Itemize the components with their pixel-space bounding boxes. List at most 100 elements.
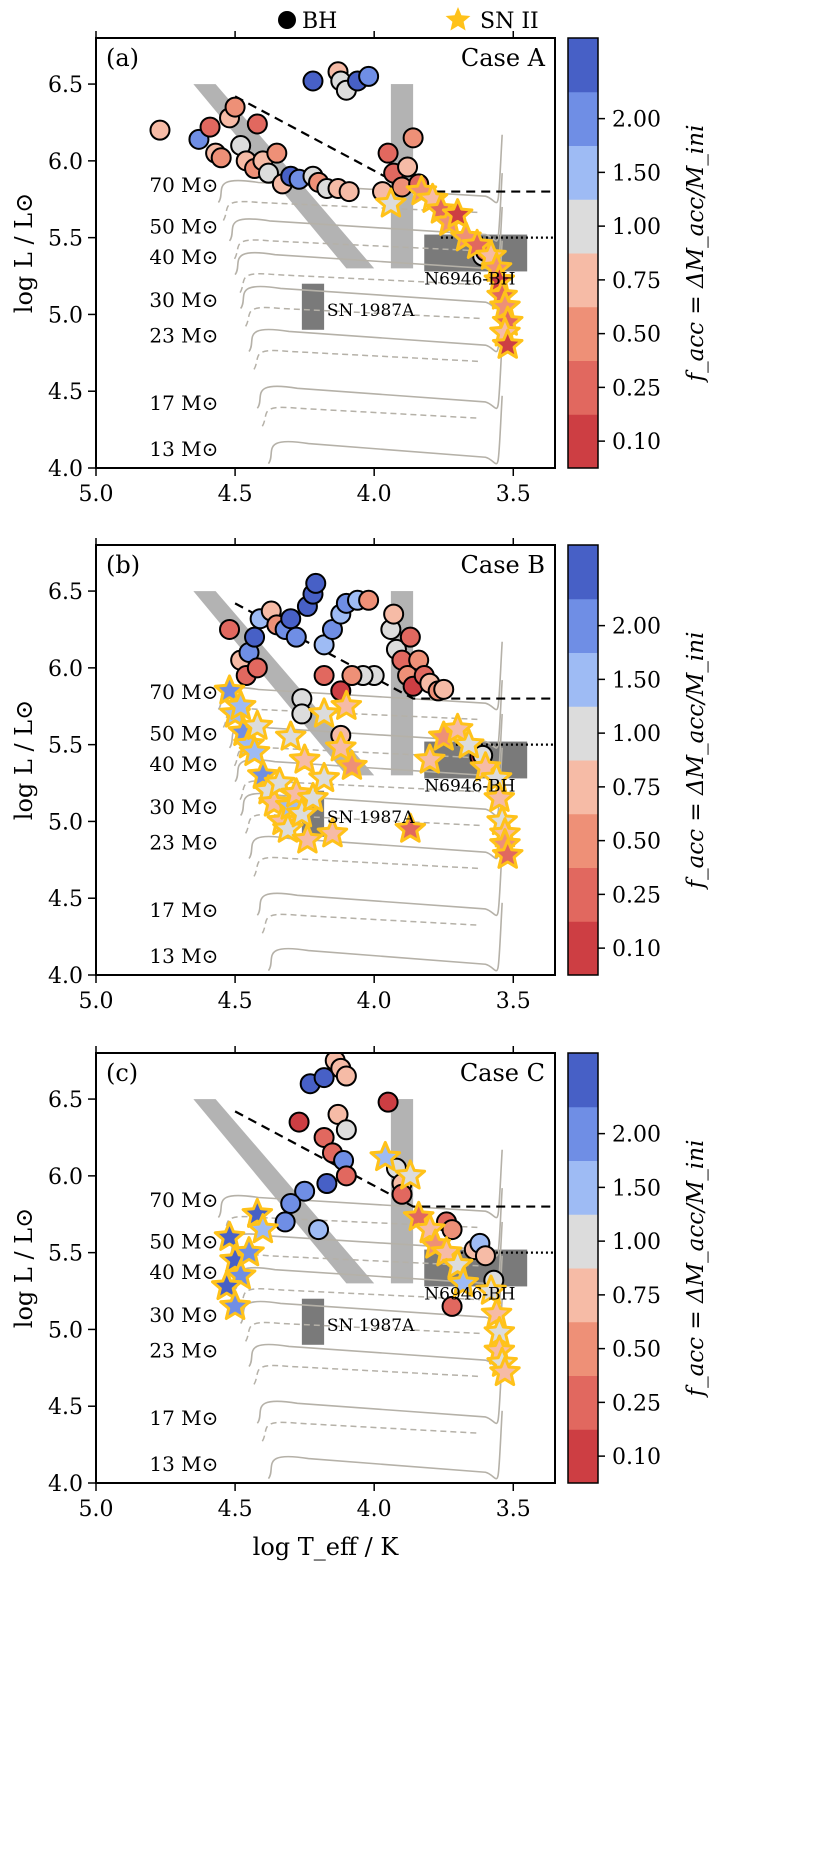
sn-marker bbox=[286, 797, 318, 828]
bh-marker bbox=[305, 572, 327, 594]
colorbar-frame bbox=[567, 544, 599, 976]
bh-marker bbox=[313, 1067, 335, 1089]
colorbar-segment bbox=[568, 145, 598, 200]
evolution-track bbox=[228, 173, 503, 242]
evolution-track-dashed bbox=[222, 707, 480, 728]
sn-marker bbox=[453, 728, 485, 759]
bh-marker bbox=[280, 1193, 302, 1214]
evolution-track-dashed bbox=[239, 780, 480, 801]
evolution-track bbox=[267, 902, 503, 972]
x-tick-label: 4.0 bbox=[357, 989, 392, 1014]
n6946-label: N6946-BH bbox=[424, 777, 515, 797]
case-label: Case A bbox=[461, 44, 546, 72]
colorbar-tick-label: 0.10 bbox=[612, 937, 661, 962]
sn-marker bbox=[483, 781, 516, 812]
sn-marker bbox=[330, 689, 363, 720]
colorbar-tick-label: 1.50 bbox=[612, 668, 661, 693]
bh-marker bbox=[149, 119, 171, 141]
colorbar-a: 0.100.250.500.751.001.502.00f_acc = ΔM_a… bbox=[567, 37, 709, 469]
colorbar-frame bbox=[567, 37, 599, 469]
evolution-track bbox=[256, 340, 503, 410]
colorbar-label: f_acc = ΔM_acc/M_ini bbox=[683, 1140, 709, 1399]
x-tick-label: 4.0 bbox=[357, 1497, 392, 1522]
sn-marker bbox=[491, 838, 524, 869]
y-tick-label: 6.5 bbox=[48, 1088, 83, 1113]
track-mass-label: 70 M⊙ bbox=[149, 173, 218, 197]
colorbar-segment bbox=[568, 1214, 598, 1269]
evolution-track-dashed bbox=[253, 1364, 480, 1385]
evolution-track-dashed bbox=[261, 913, 480, 934]
sn-marker bbox=[297, 781, 329, 812]
bh-marker bbox=[280, 608, 302, 630]
colorbar-label: f_acc = ΔM_acc/M_ini bbox=[683, 632, 709, 891]
colorbar-tick-label: 0.25 bbox=[612, 1391, 661, 1416]
bh-marker bbox=[244, 626, 266, 648]
panel-label: (c) bbox=[106, 1059, 138, 1087]
sn1987a-box bbox=[301, 283, 325, 330]
bh-marker bbox=[266, 142, 288, 164]
colorbar-tick-label: 0.10 bbox=[612, 430, 661, 455]
bh-marker bbox=[274, 1211, 296, 1233]
sn-marker bbox=[480, 761, 513, 793]
sn-marker bbox=[441, 712, 474, 743]
bh-marker bbox=[294, 1180, 316, 1202]
y-tick-label: 5.0 bbox=[48, 303, 83, 328]
track-mass-label: 30 M⊙ bbox=[149, 1303, 218, 1327]
bh-marker bbox=[335, 1165, 357, 1187]
panel-label: (b) bbox=[106, 551, 140, 579]
colorbar-tick-label: 2.00 bbox=[612, 1123, 661, 1148]
colorbar-segment bbox=[568, 813, 598, 868]
y-tick-label: 4.0 bbox=[48, 1472, 83, 1497]
colorbar-segment bbox=[568, 1321, 598, 1376]
track-mass-label: 50 M⊙ bbox=[149, 1229, 218, 1253]
x-tick-label: 3.5 bbox=[496, 1497, 531, 1522]
sn1987a-label: SN 1987A bbox=[327, 1316, 415, 1336]
bh-marker bbox=[358, 589, 380, 611]
colorbar-segment bbox=[568, 91, 598, 146]
bh-marker bbox=[377, 142, 399, 164]
panel-label: (a) bbox=[106, 44, 139, 72]
sn-marker bbox=[224, 689, 257, 720]
evolution-track-dashed bbox=[244, 813, 480, 834]
diagonal-band bbox=[193, 1099, 375, 1284]
bh-marker bbox=[383, 603, 405, 625]
evolution-track bbox=[217, 134, 503, 204]
colorbar-tick-label: 1.00 bbox=[612, 215, 661, 240]
track-mass-label: 40 M⊙ bbox=[149, 752, 218, 776]
bh-marker bbox=[302, 70, 324, 92]
bh-marker bbox=[224, 96, 246, 118]
track-mass-label: 23 M⊙ bbox=[149, 1338, 218, 1362]
x-tick-label: 3.5 bbox=[496, 989, 531, 1014]
y-tick-label: 5.0 bbox=[48, 1318, 83, 1343]
y-tick-label: 6.5 bbox=[48, 580, 83, 605]
track-mass-label: 17 M⊙ bbox=[149, 1406, 218, 1430]
x-tick-label: 4.5 bbox=[218, 989, 253, 1014]
y-tick-label: 4.5 bbox=[48, 380, 83, 405]
legend-star-shape bbox=[445, 7, 471, 31]
bh-marker bbox=[219, 618, 241, 640]
track-mass-label: 17 M⊙ bbox=[149, 898, 218, 922]
bh-marker bbox=[399, 626, 421, 648]
legend-sn-label: SN II bbox=[480, 9, 539, 34]
colorbar-tick-label: 1.50 bbox=[612, 1176, 661, 1201]
colorbar-tick-label: 0.75 bbox=[612, 1284, 661, 1309]
axes-frame bbox=[95, 37, 556, 469]
case-label: Case C bbox=[460, 1059, 545, 1087]
sn-marker bbox=[414, 743, 446, 774]
bh-marker bbox=[377, 1091, 399, 1113]
y-tick-label: 4.5 bbox=[48, 1395, 83, 1420]
colorbar-segment bbox=[568, 1375, 598, 1430]
y-tick-label: 6.0 bbox=[48, 150, 83, 175]
colorbar-segment bbox=[568, 921, 598, 976]
sn-marker bbox=[414, 1213, 446, 1244]
sn-marker bbox=[447, 1266, 479, 1297]
x-tick-label: 4.5 bbox=[218, 1497, 253, 1522]
evolution-track-dashed bbox=[233, 746, 480, 767]
sn-marker bbox=[247, 1213, 279, 1244]
colorbar-tick-label: 1.00 bbox=[612, 722, 661, 747]
colorbar-tick-label: 0.25 bbox=[612, 376, 661, 401]
y-tick-label: 4.0 bbox=[48, 457, 83, 482]
evolution-track-dashed bbox=[244, 1321, 480, 1342]
